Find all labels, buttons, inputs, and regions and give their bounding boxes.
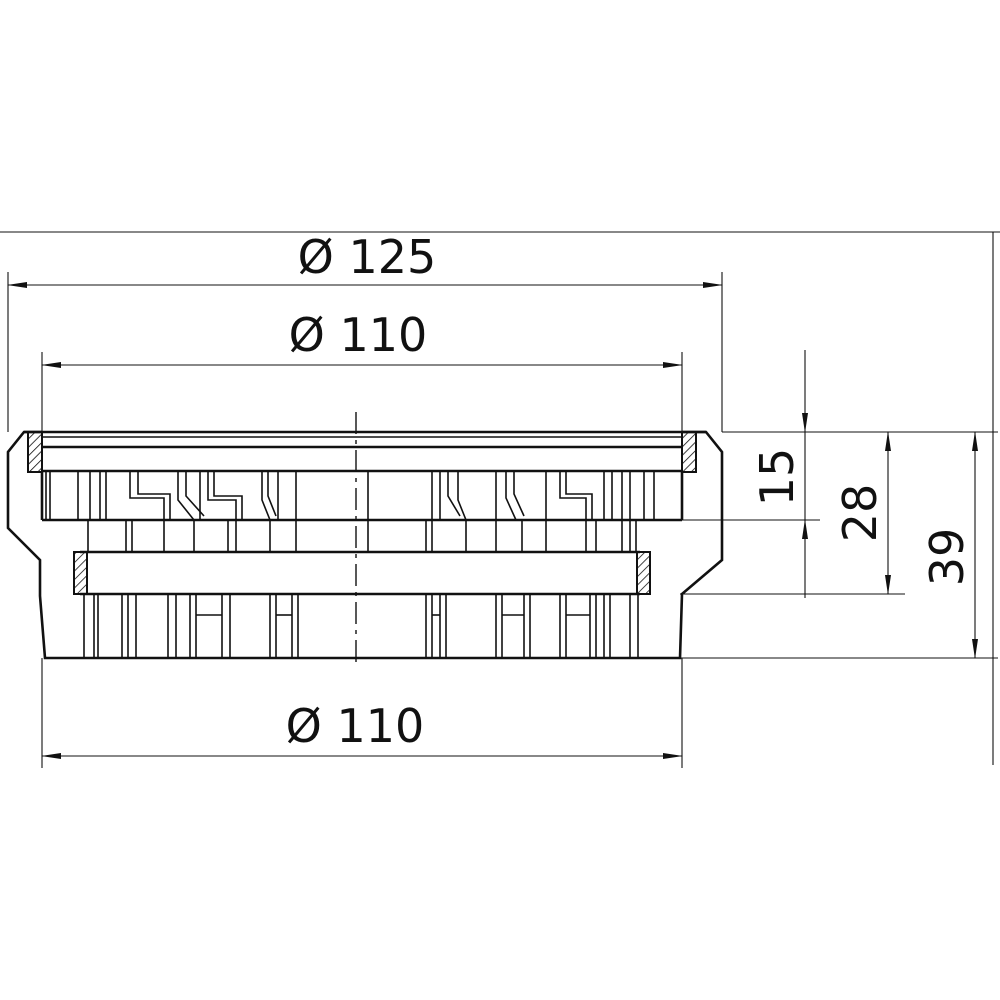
dimension-bottom: Ø 110: [41, 658, 683, 768]
seal-section-top-right: [681, 431, 697, 473]
dimension-top-outer: Ø 125: [7, 230, 723, 432]
dimension-label-top-inner: Ø 110: [289, 308, 428, 362]
frame-lines: [0, 231, 1000, 765]
dimension-heights: 15 28 39: [680, 350, 998, 659]
upper-ribs: [77, 471, 655, 552]
part-body: [6, 430, 724, 660]
dimension-label-39: 39: [920, 528, 974, 587]
dimension-label-bottom: Ø 110: [286, 699, 425, 753]
dimension-label-28: 28: [833, 484, 887, 543]
seal-section-mid-left: [73, 551, 88, 595]
seal-section-top-left: [27, 431, 43, 473]
dimension-label-15: 15: [750, 448, 804, 507]
dimension-top-inner: Ø 110: [41, 308, 683, 432]
seal-section-mid-right: [636, 551, 651, 595]
dimension-label-top-outer: Ø 125: [298, 230, 437, 284]
lower-teeth: [83, 594, 639, 658]
